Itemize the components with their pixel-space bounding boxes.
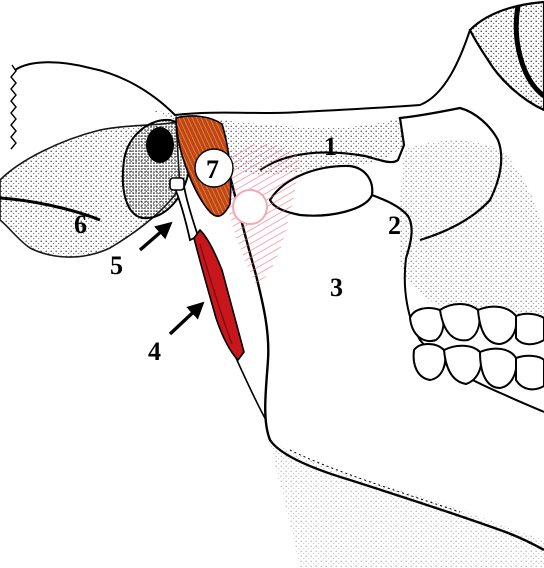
label-7: 7 xyxy=(206,155,219,184)
ligament-insertion xyxy=(236,358,266,420)
styloid-base xyxy=(170,178,184,190)
ear-canal-opening xyxy=(146,127,174,163)
label-2: 2 xyxy=(388,211,401,240)
mandibular-condyle xyxy=(233,190,267,224)
arrow-to-4 xyxy=(170,304,202,334)
label-1: 1 xyxy=(324,132,337,161)
arrow-to-5 xyxy=(140,224,170,250)
maxilla xyxy=(399,141,544,330)
mandible-shading xyxy=(270,440,544,568)
teeth xyxy=(410,304,544,389)
label-4: 4 xyxy=(148,337,161,366)
label-6: 6 xyxy=(74,210,87,239)
cranium-outline xyxy=(15,30,470,115)
label-5: 5 xyxy=(110,251,123,280)
label-3: 3 xyxy=(330,273,343,302)
orbit xyxy=(470,2,544,110)
styloid-process xyxy=(174,186,198,240)
suture-line xyxy=(11,65,16,149)
